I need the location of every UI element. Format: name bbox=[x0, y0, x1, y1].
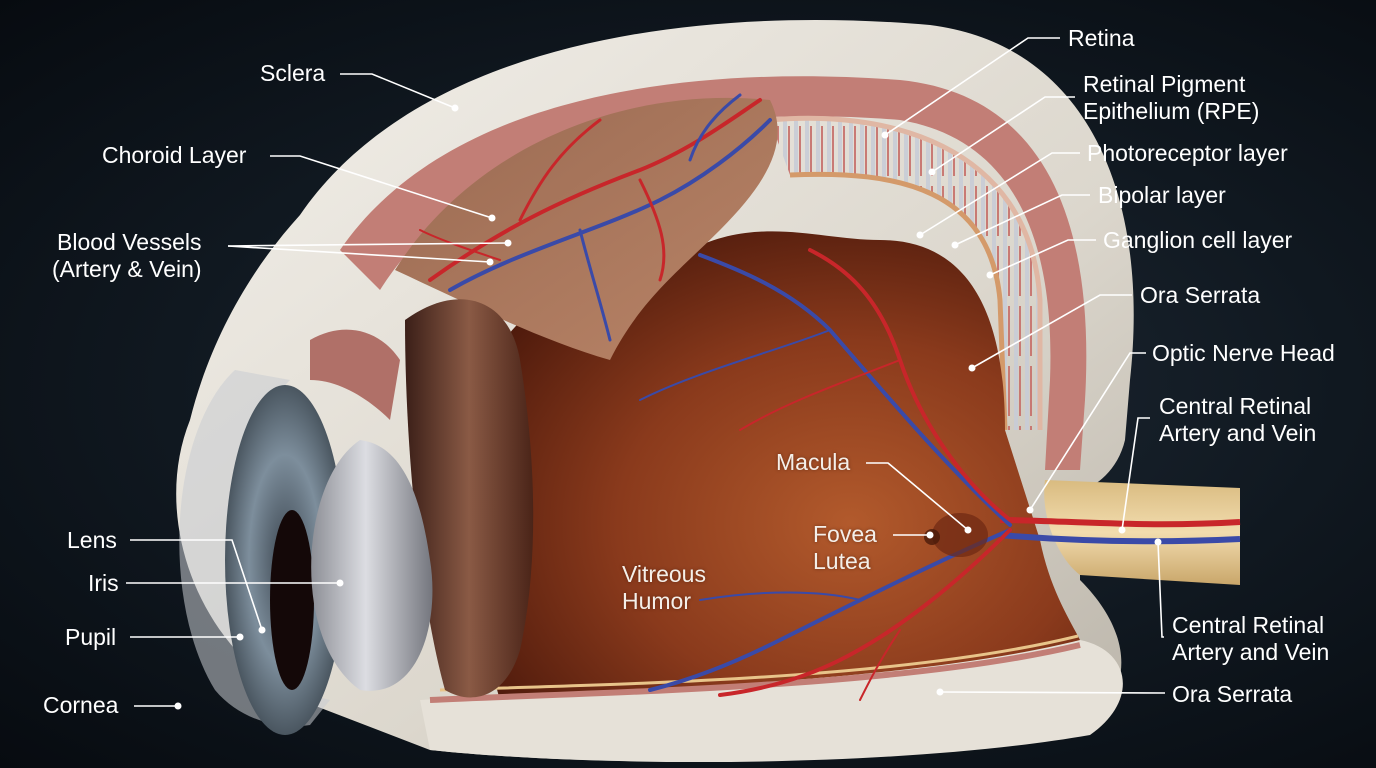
ciliary-body bbox=[405, 299, 534, 698]
label-vitreous-line1: Vitreous bbox=[622, 561, 706, 587]
label-blood-vessels-line2: (Artery & Vein) bbox=[52, 256, 202, 282]
label-central-retinal-top-line1: Central Retinal bbox=[1159, 393, 1312, 419]
central-retinal-artery bbox=[999, 517, 1241, 528]
label-central-retinal-bottom-line1: Central Retinal bbox=[1172, 612, 1325, 638]
label-bipolar-layer: Bipolar layer bbox=[1098, 182, 1226, 208]
lens-shape bbox=[311, 440, 433, 691]
label-cornea: Cornea bbox=[43, 692, 119, 718]
central-retinal-vein bbox=[999, 532, 1241, 545]
fovea-spot bbox=[924, 529, 940, 545]
label-ganglion-cell-layer: Ganglion cell layer bbox=[1103, 227, 1293, 253]
label-retina: Retina bbox=[1068, 25, 1135, 51]
macula-spot bbox=[932, 513, 988, 557]
label-choroid-layer: Choroid Layer bbox=[102, 142, 247, 168]
label-rpe-line2: Epithelium (RPE) bbox=[1083, 98, 1260, 124]
label-central-retinal-top-line2: Artery and Vein bbox=[1159, 420, 1317, 446]
label-vitreous-line2: Humor bbox=[622, 588, 692, 614]
label-macula: Macula bbox=[776, 449, 851, 475]
label-photoreceptor-layer: Photoreceptor layer bbox=[1087, 140, 1288, 166]
vitreous-chamber bbox=[476, 231, 1080, 702]
label-ora-serrata-bottom: Ora Serrata bbox=[1172, 681, 1293, 707]
label-rpe: Retinal Pigment Epithelium (RPE) bbox=[1083, 71, 1259, 125]
optic-nerve bbox=[1044, 480, 1240, 585]
label-central-retinal-bottom: Central Retinal Artery and Vein bbox=[1172, 612, 1329, 666]
label-optic-nerve-head: Optic Nerve Head bbox=[1152, 340, 1335, 366]
label-blood-vessels-line1: Blood Vessels bbox=[57, 229, 202, 255]
label-fovea-line2: Lutea bbox=[813, 548, 871, 574]
label-fovea-line1: Fovea bbox=[813, 521, 877, 547]
label-sclera: Sclera bbox=[260, 60, 326, 86]
label-iris: Iris bbox=[88, 570, 119, 596]
label-vitreous-humor: Vitreous Humor bbox=[622, 561, 706, 615]
pupil-shape bbox=[270, 510, 314, 690]
label-lens: Lens bbox=[67, 527, 117, 553]
label-rpe-line1: Retinal Pigment bbox=[1083, 71, 1246, 97]
label-ora-serrata-top: Ora Serrata bbox=[1140, 282, 1261, 308]
label-fovea-lutea: Fovea Lutea bbox=[813, 521, 877, 575]
label-pupil: Pupil bbox=[65, 624, 117, 650]
label-central-retinal-top: Central Retinal Artery and Vein bbox=[1159, 393, 1316, 447]
label-blood-vessels: Blood Vessels (Artery & Vein) bbox=[52, 229, 222, 283]
label-central-retinal-bottom-line2: Artery and Vein bbox=[1172, 639, 1330, 665]
